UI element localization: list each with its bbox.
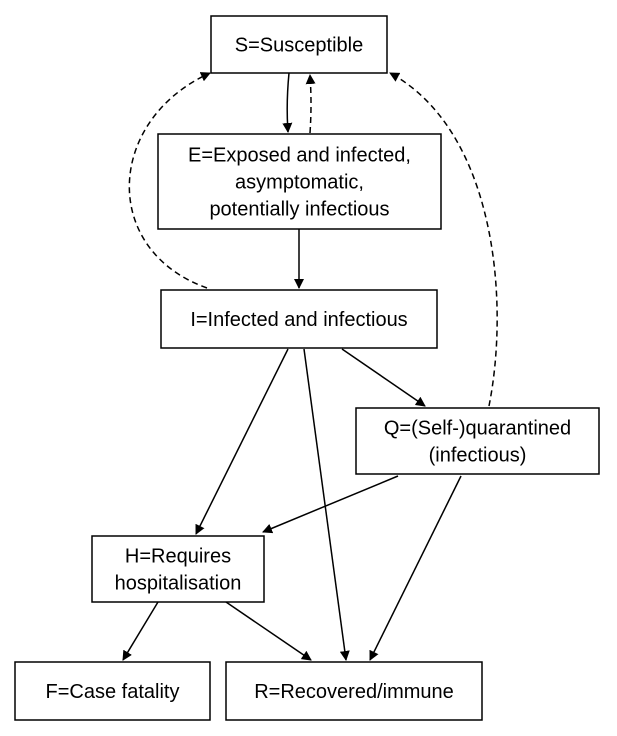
- node-i-box: [160, 289, 438, 349]
- node-q-label: (infectious): [429, 445, 527, 467]
- node-h-box: [91, 535, 265, 603]
- node-e: E=Exposed and infected, asymptomatic, pote…: [157, 133, 442, 230]
- node-q-label: Q=(Self-)quarantined: [384, 418, 571, 440]
- node-s: S=Susceptible: [210, 15, 388, 74]
- edge-s-to-e: [282, 72, 293, 133]
- node-f-box: [14, 661, 211, 721]
- node-s-label: S=Susceptible: [235, 35, 363, 57]
- node-r-box: [225, 661, 483, 721]
- edge-q-to-r: [369, 475, 462, 661]
- node-f-label: F=Case fatality: [46, 681, 180, 703]
- node-q-box: [355, 407, 600, 475]
- node-e-label: asymptomatic,: [235, 172, 364, 194]
- node-f: F=Case fatality: [14, 661, 211, 721]
- node-r: R=Recovered/immune: [225, 661, 483, 721]
- node-r-label: R=Recovered/immune: [254, 681, 454, 703]
- node-e-box: [157, 133, 442, 230]
- edge-h-to-f: [122, 601, 159, 661]
- edge-i-to-h: [195, 348, 289, 535]
- node-h-label: H=Requires: [125, 546, 231, 568]
- edge-q-to-h: [262, 475, 399, 534]
- node-s-box: [210, 15, 388, 74]
- edge-i-to-r: [303, 348, 350, 661]
- node-e-label: potentially infectious: [209, 199, 389, 221]
- node-h-label: hospitalisation: [115, 573, 242, 595]
- edge-e-to-s: [305, 74, 316, 134]
- edge-q-to-s: [389, 72, 498, 407]
- edge-h-to-r: [225, 601, 312, 661]
- node-e-label: E=Exposed and infected,: [188, 145, 411, 167]
- edge-i-to-s: [128, 72, 211, 289]
- edge-i-to-q: [341, 348, 426, 407]
- node-h: H=Requires hospitalisation: [91, 535, 265, 603]
- node-i: I=Infected and infectious: [160, 289, 438, 349]
- node-q: Q=(Self-)quarantined (infectious): [355, 407, 600, 475]
- node-i-label: I=Infected and infectious: [190, 309, 407, 331]
